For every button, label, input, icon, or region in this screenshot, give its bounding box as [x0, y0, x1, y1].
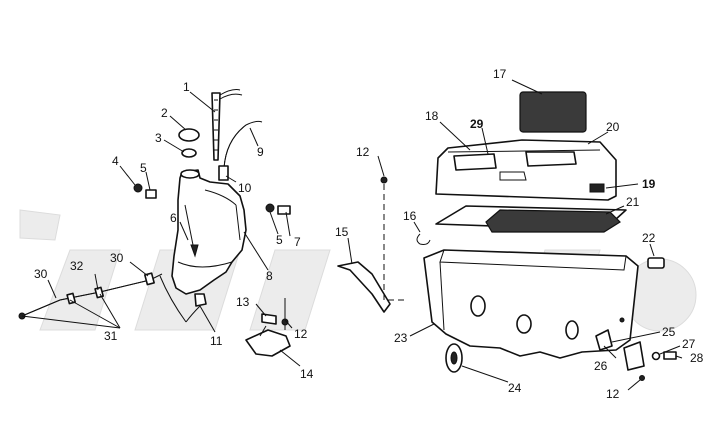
callout-32: 32: [70, 259, 84, 273]
callout-15: 15: [335, 225, 349, 239]
callout-28: 28: [690, 351, 704, 365]
foam-prefilter: [519, 91, 587, 133]
callout-18: 18: [425, 109, 439, 123]
grommet-5: [145, 189, 157, 199]
callout-24: 24: [508, 381, 522, 395]
drain-tube: [595, 329, 613, 351]
callout-11: 11: [210, 334, 223, 348]
cap-gasket: [181, 148, 197, 158]
oil-tank: [171, 169, 247, 295]
callout-29: 29: [470, 117, 484, 131]
callout-1: 1: [183, 80, 190, 94]
callout-16: 16: [403, 209, 417, 223]
clamp-31a: [66, 292, 76, 305]
callout-labels: 1 2 3 4 5 5 6 7 8 9 10 11 12 12 12 13 14…: [34, 67, 704, 401]
airbox-base: [423, 249, 639, 359]
callout-10: 10: [238, 181, 252, 195]
callout-2: 2: [161, 106, 168, 120]
washer-5: [265, 203, 275, 213]
bracket-clip: [261, 313, 277, 325]
callout-7: 7: [294, 235, 301, 249]
mounting-plate: [623, 341, 645, 371]
callout-5a: 5: [140, 161, 147, 175]
callout-31: 31: [104, 329, 118, 343]
callout-30a: 30: [34, 267, 48, 281]
airbox-assembly: [337, 91, 677, 381]
callout-17: 17: [493, 67, 507, 81]
callout-20: 20: [606, 120, 620, 134]
callout-12b: 12: [356, 145, 370, 159]
air-filter-element: [485, 209, 621, 233]
callout-14: 14: [300, 367, 314, 381]
callout-19: 19: [642, 177, 656, 191]
retaining-clip: [416, 233, 431, 245]
tank-bracket: [245, 329, 291, 357]
grommet-4: [133, 183, 143, 193]
callout-13: 13: [236, 295, 250, 309]
clamp-31c: [144, 272, 155, 286]
leader-lines: [21, 79, 683, 391]
callout-4: 4: [112, 154, 119, 168]
hose-fitting: [218, 165, 229, 181]
bolt-guide-line: [383, 184, 404, 301]
clamp-31b: [94, 286, 104, 299]
callout-26: 26: [594, 359, 608, 373]
callout-22: 22: [642, 231, 656, 245]
callout-25: 25: [662, 325, 676, 339]
bolt-12c: [639, 375, 645, 381]
screw-28: [663, 351, 677, 360]
latch-clip: [647, 257, 665, 269]
oil-tank-assembly: [18, 89, 291, 357]
outlet-fitting: [194, 293, 207, 307]
callout-27: 27: [682, 337, 696, 351]
callout-6: 6: [170, 211, 177, 225]
callout-30b: 30: [110, 251, 124, 265]
callout-5b: 5: [276, 233, 283, 247]
bushing-7: [277, 205, 291, 215]
callout-3: 3: [155, 131, 162, 145]
airbox-bracket: [337, 261, 391, 313]
callout-8: 8: [266, 269, 273, 283]
callout-21: 21: [626, 195, 640, 209]
callout-12c: 12: [606, 387, 620, 401]
screw-27: [651, 351, 661, 361]
callout-23: 23: [394, 331, 408, 345]
lid-latch: [589, 183, 605, 193]
callout-9: 9: [257, 145, 264, 159]
tank-cap: [178, 128, 200, 142]
callout-12a: 12: [294, 327, 308, 341]
